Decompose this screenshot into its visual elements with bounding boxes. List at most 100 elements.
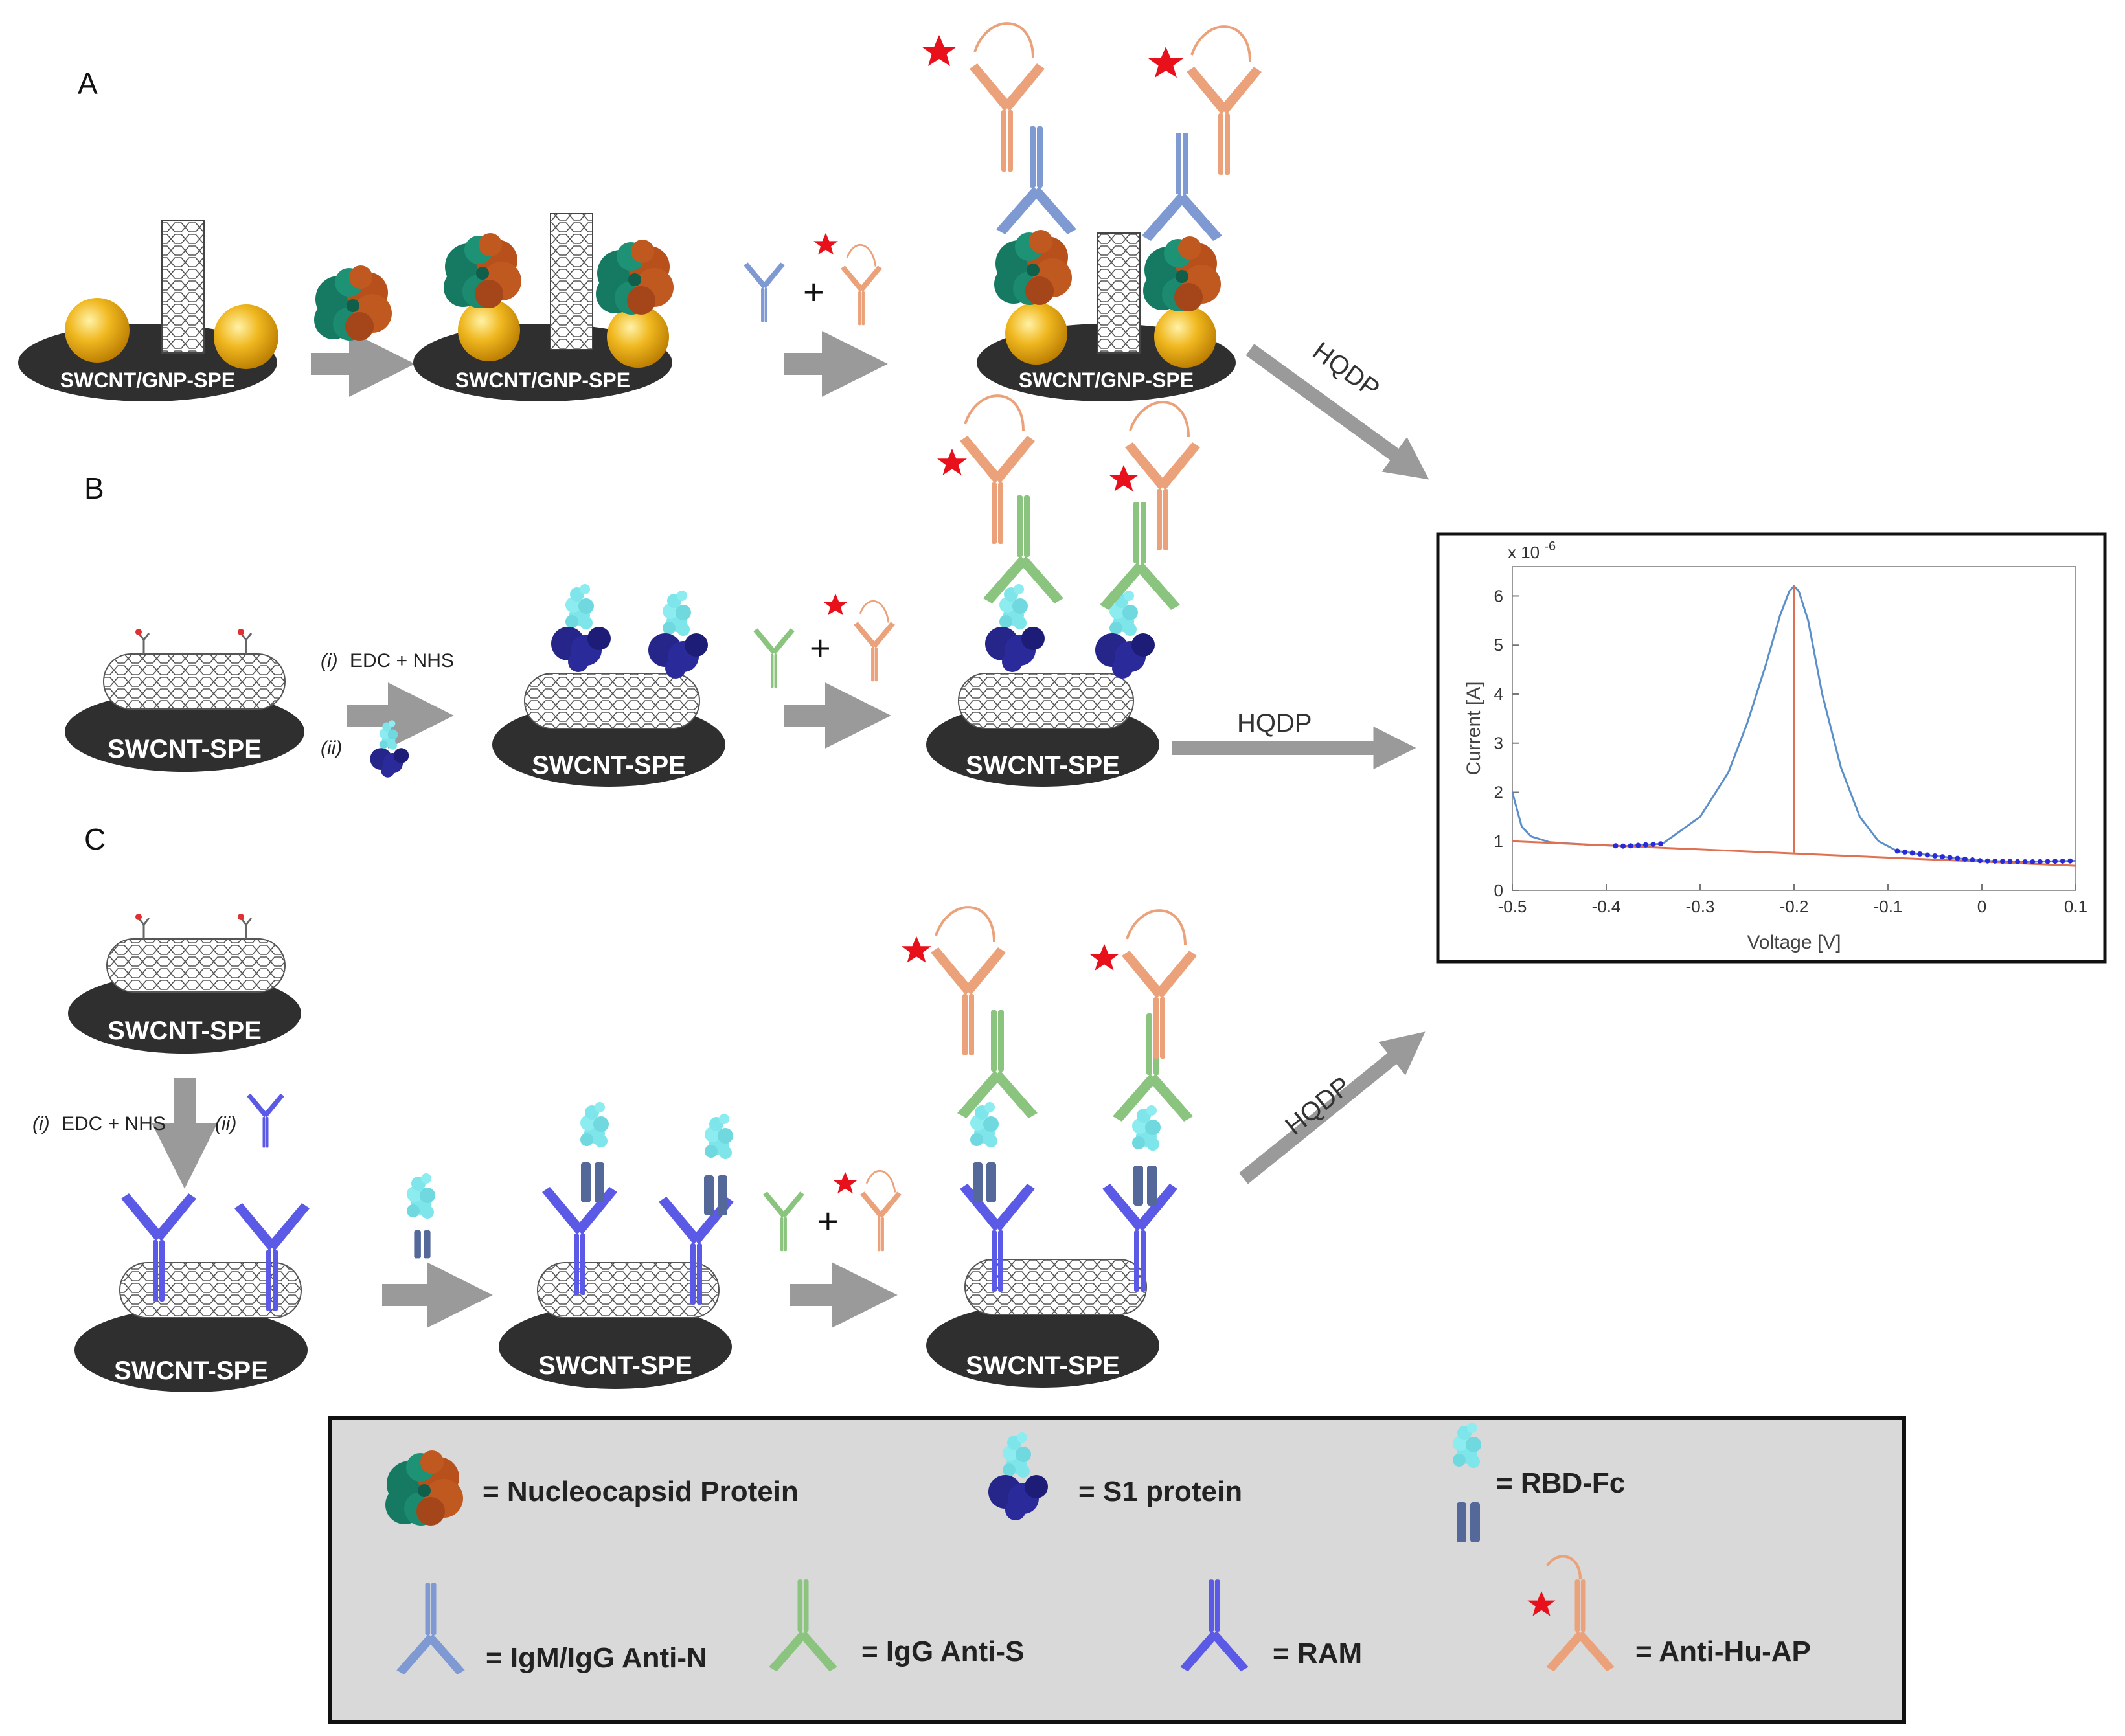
baseline-point — [1650, 841, 1656, 847]
reagent-anti-s-plus-anti-hu: + — [763, 1170, 902, 1252]
x-axis-label: Voltage [V] — [1747, 932, 1841, 953]
step-i-label: (i) — [321, 650, 338, 671]
y-tick-label: 4 — [1494, 684, 1503, 704]
x-tick-label: 0.1 — [2064, 897, 2087, 916]
x-axis-ticks: -0.5 -0.4 -0.3 -0.2 -0.1 0 0.1 — [1498, 884, 2087, 916]
baseline-point — [1947, 855, 1953, 861]
baseline-point — [2015, 859, 2021, 864]
step-i-text: EDC + NHS — [350, 650, 454, 671]
baseline-point — [1924, 852, 1930, 858]
plus-sign: + — [803, 271, 824, 312]
electrode-b3: SWCNT-SPE — [926, 394, 1200, 787]
baseline-point — [2030, 859, 2036, 864]
baseline-point — [1999, 859, 2005, 864]
chart-series — [1511, 585, 2076, 867]
electrode-c2: SWCNT-SPE — [499, 1102, 734, 1389]
x-tick-label: -0.4 — [1592, 897, 1621, 916]
electrode-b1: SWCNT-SPE — [65, 629, 304, 772]
step-ii-label: (ii) — [321, 738, 342, 759]
gold-nanoparticle-icon — [65, 298, 130, 363]
reagent-anti-s-plus-anti-hu: + — [753, 593, 895, 688]
x-tick-label: -0.2 — [1780, 897, 1809, 916]
nanotube-icon — [161, 220, 205, 354]
electrode-label: SWCNT/GNP-SPE — [1019, 368, 1194, 392]
legend-label: = IgG Anti-S — [861, 1636, 1024, 1667]
star-icon — [1148, 47, 1183, 78]
baseline-point — [1917, 851, 1923, 857]
s1-protein-icon — [370, 720, 409, 777]
baseline-point — [1894, 848, 1900, 854]
electrode-c1: SWCNT-SPE — [74, 1193, 310, 1392]
legend-item-s1: = S1 protein — [988, 1432, 1242, 1520]
legend-label: = RAM — [1273, 1638, 1362, 1669]
electrode-c3: SWCNT-SPE — [902, 906, 1197, 1388]
baseline-point — [1642, 842, 1648, 848]
y-tick-label: 5 — [1494, 635, 1503, 655]
step-ii-label: (ii) — [215, 1113, 236, 1134]
electrode-label: SWCNT-SPE — [532, 751, 686, 780]
electrode-b2: SWCNT-SPE — [492, 584, 725, 787]
scale-base: x 10 — [1508, 543, 1540, 562]
electrode-label: SWCNT-SPE — [966, 1351, 1120, 1380]
electrode-label: SWCNT-SPE — [114, 1357, 268, 1385]
step-i-label: (i) — [32, 1113, 50, 1134]
legend-item-rbd: = RBD-Fc — [1453, 1423, 1625, 1542]
y-axis-label: Current [A] — [1463, 681, 1484, 775]
panel-b-label: B — [84, 471, 104, 505]
x-tick-label: -0.1 — [1874, 897, 1903, 916]
baseline-point — [2060, 858, 2065, 864]
hqdp-arrow-a — [1245, 344, 1429, 480]
electrode-label: SWCNT/GNP-SPE — [455, 368, 630, 392]
baseline-point — [1620, 843, 1626, 849]
electrode-a2: SWCNT/GNP-SPE — [413, 213, 674, 401]
star-icon — [922, 35, 957, 66]
svg-text:(i) EDC + NHS: (i) EDC + NHS — [321, 650, 454, 671]
step-i-text: EDC + NHS — [62, 1113, 166, 1134]
rbd-fc-reagent — [407, 1173, 435, 1259]
baseline-point — [1658, 841, 1664, 847]
antibody-icon — [1546, 1555, 1615, 1672]
baseline-point — [1940, 854, 1946, 860]
baseline-point — [2022, 859, 2028, 864]
baseline-point — [1992, 858, 1998, 864]
baseline-point — [1932, 853, 1938, 859]
electrode-label: SWCNT/GNP-SPE — [60, 368, 235, 392]
baseline-point — [1909, 850, 1915, 856]
svg-text:(i) EDC + NHS: (i) EDC + NHS — [32, 1113, 166, 1134]
baseline-point — [2067, 858, 2073, 864]
legend-label: = RBD-Fc — [1496, 1467, 1625, 1499]
plus-sign: + — [810, 627, 831, 668]
electrode-label: SWCNT-SPE — [966, 751, 1120, 780]
x-tick-label: -0.3 — [1686, 897, 1715, 916]
baseline-point — [1902, 849, 1908, 855]
baseline-point — [1970, 857, 1975, 863]
baseline-point — [1635, 842, 1641, 848]
y-tick-label: 6 — [1494, 586, 1503, 605]
scale-label: x 10 -6 — [1508, 539, 1556, 562]
hqdp-arrow-c — [1239, 1031, 1426, 1184]
legend-box: = Nucleocapsid Protein = S1 protein = RB… — [328, 1416, 1906, 1724]
electrode-label: SWCNT-SPE — [538, 1351, 692, 1380]
gold-nanoparticle-icon — [214, 304, 278, 369]
legend-item-anti-hu: = Anti-Hu-AP — [1527, 1555, 1811, 1672]
baseline-point — [1613, 843, 1619, 849]
x-tick-label: -0.5 — [1498, 897, 1527, 916]
reagent-anti-n-plus-anti-hu: + — [744, 232, 882, 326]
baseline-point — [1955, 855, 1960, 861]
x-tick-label: 0 — [1977, 897, 1986, 916]
baseline-point — [2045, 859, 2051, 864]
legend-label: = Anti-Hu-AP — [1635, 1636, 1811, 1667]
legend-item-anti-s: = IgG Anti-S — [769, 1579, 1024, 1672]
y-tick-label: 0 — [1494, 881, 1503, 900]
ram-icon — [247, 1094, 284, 1148]
y-tick-label: 1 — [1494, 831, 1503, 851]
baseline-point — [2007, 859, 2013, 864]
baseline-point — [1984, 858, 1990, 864]
hqdp-label: HQDP — [1237, 709, 1312, 738]
panel-c-label: C — [84, 822, 106, 856]
baseline-point — [1977, 858, 1983, 864]
legend-item-ram: = RAM — [1180, 1579, 1362, 1672]
legend-label: = Nucleocapsid Protein — [483, 1476, 799, 1507]
